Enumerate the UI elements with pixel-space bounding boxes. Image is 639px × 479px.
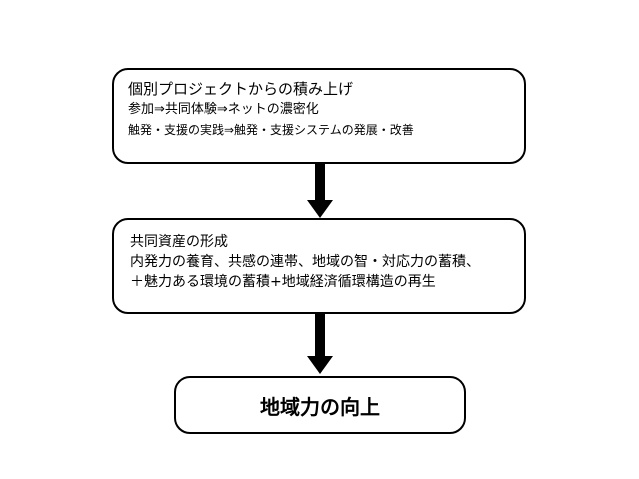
step-box-regional-power: 地域力の向上 bbox=[174, 376, 466, 434]
step-box-individual-projects: 個別プロジェクトからの積み上げ 参加⇒共同体験⇒ネットの濃密化 触発・支援の実践… bbox=[112, 68, 526, 164]
step-box-shared-assets: 共同資産の形成 内発力の養育、共感の連帯、地域の智・対応力の蓄積、 ＋魅力ある環… bbox=[112, 218, 526, 314]
arrow-down-1 bbox=[307, 164, 333, 218]
step-detail: ＋魅力ある環境の蓄積+地域経済循環構造の再生 bbox=[130, 274, 436, 290]
result-title: 地域力の向上 bbox=[260, 394, 380, 419]
step-detail: 参加⇒共同体験⇒ネットの濃密化 bbox=[128, 102, 319, 117]
step-title: 個別プロジェクトからの積み上げ bbox=[128, 80, 354, 98]
step-title: 共同資産の形成 bbox=[130, 234, 228, 250]
step-detail: 内発力の養育、共感の連帯、地域の智・対応力の蓄積、 bbox=[130, 254, 480, 270]
arrow-down-2 bbox=[307, 314, 333, 374]
step-detail: 触発・支援の実践⇒触発・支援システムの発展・改善 bbox=[128, 123, 414, 137]
